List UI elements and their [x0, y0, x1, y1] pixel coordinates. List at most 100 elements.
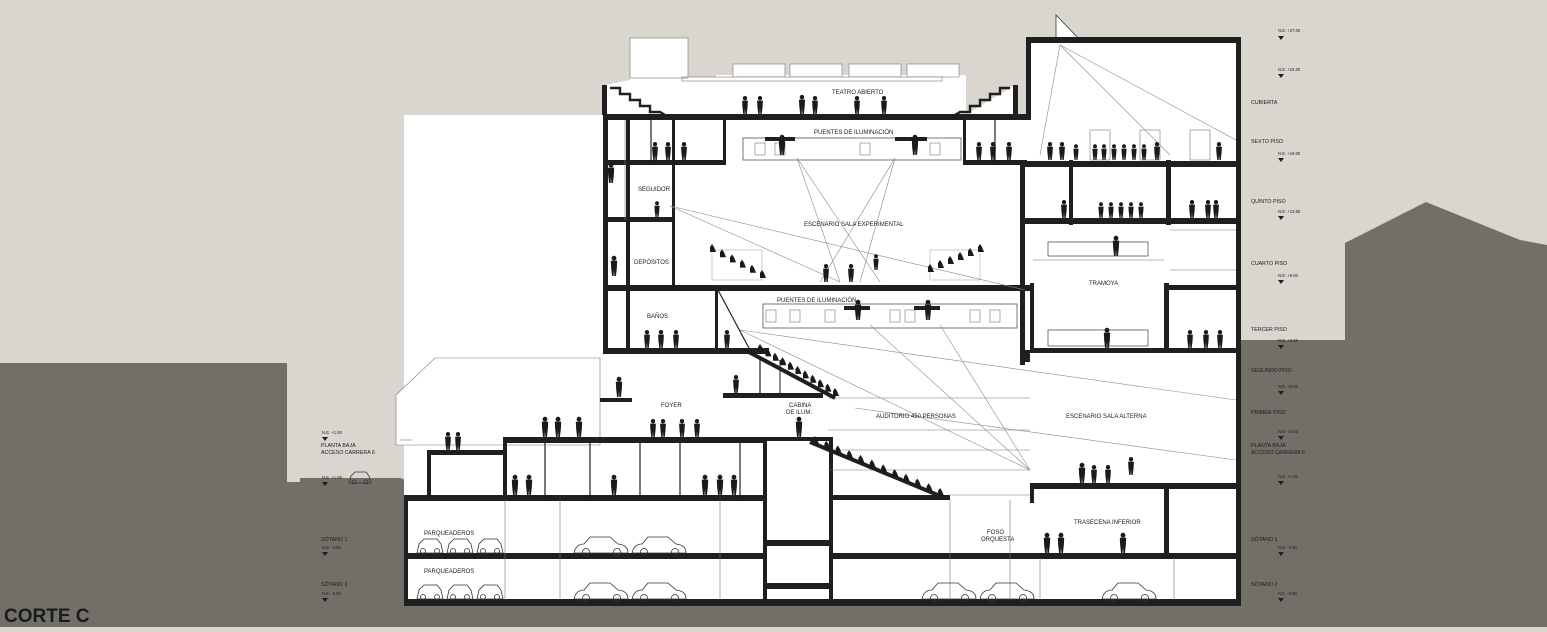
person-silhouette — [873, 254, 879, 270]
person-silhouette — [823, 264, 829, 282]
seated-spectator — [858, 454, 865, 463]
elevation-mark: N.E. +1.00 — [322, 475, 343, 480]
person-silhouette — [1217, 330, 1223, 348]
label-orquesta: ORQUESTA — [981, 537, 1014, 543]
elevation-mark: N.E. +24.00 — [1278, 67, 1301, 72]
elevation-mark: N.E. +9.00 — [1278, 273, 1299, 278]
person-silhouette — [812, 96, 818, 114]
car-icon — [416, 584, 444, 600]
car-icon — [446, 538, 474, 554]
label-foyer: FOYER — [661, 403, 682, 409]
person-silhouette — [854, 96, 860, 114]
car-icon — [348, 471, 372, 485]
label-teatro-abierto: TEATRO ABIERTO — [832, 90, 884, 96]
car-icon — [921, 582, 977, 602]
seated-spectator — [978, 244, 984, 252]
cars — [348, 471, 1157, 602]
person-silhouette — [679, 419, 685, 437]
elevation-mark: N.E. -3.50 — [1278, 545, 1298, 550]
person-silhouette — [730, 474, 738, 495]
level-tercer-piso: TERCER PISO — [1251, 327, 1287, 333]
label-parqueaderos-sotano1: PARQUEADEROS — [424, 531, 474, 537]
label-cabina: CABINA — [789, 403, 811, 409]
person-silhouette — [554, 416, 562, 437]
label-puentes-iluminacion-lower: PUENTES DE ILUMINACIÓN — [777, 297, 856, 304]
person-silhouette — [1059, 142, 1065, 160]
car-icon — [573, 536, 629, 556]
drawing-title: CORTE C — [4, 606, 90, 627]
seated-spectator — [720, 249, 726, 258]
seated-spectator — [833, 388, 839, 396]
label-seguidor: SEGUIDOR — [638, 187, 671, 193]
label-parqueaderos-sotano2: PARQUEADEROS — [424, 569, 474, 575]
label-depositos: DEPÓSITOS — [634, 259, 669, 266]
seated-spectator — [810, 374, 817, 383]
seated-spectator — [881, 464, 888, 473]
person-silhouette — [701, 474, 709, 495]
person-silhouette — [1092, 144, 1098, 160]
person-silhouette — [1118, 202, 1124, 218]
elevation-mark: N.E. +18.00 — [1278, 151, 1301, 156]
person-silhouette — [1128, 457, 1134, 475]
person-silhouette — [1189, 200, 1195, 218]
person-silhouette — [742, 96, 748, 114]
level-cubierta: CUBIERTA — [1251, 100, 1278, 106]
level-acceso-carrera-6-left: ACCESO CARRERA 6 — [321, 450, 375, 456]
person-silhouette — [1216, 142, 1222, 160]
label-escenario-sala-experimental: ESCENARIO SALA EXPERIMENTAL — [804, 222, 904, 228]
person-silhouette — [575, 416, 583, 437]
label-tramoya: TRAMOYA — [1089, 281, 1118, 287]
car-icon — [476, 584, 504, 600]
seated-spectator — [892, 469, 899, 478]
seated-spectator — [818, 379, 824, 388]
seated-spectator — [780, 357, 787, 366]
person-silhouette — [798, 94, 806, 114]
person-silhouette — [1108, 202, 1114, 218]
person-silhouette — [1141, 144, 1147, 160]
person-silhouette — [1119, 532, 1127, 553]
person-silhouette — [694, 419, 700, 437]
level-sexto-piso: SEXTO PISO — [1251, 139, 1283, 145]
person-silhouette — [990, 142, 996, 160]
person-silhouette — [610, 474, 618, 495]
level-cuarto-piso: CUARTO PISO — [1251, 261, 1287, 267]
car-icon — [573, 582, 629, 602]
person-silhouette — [1078, 462, 1086, 483]
car-icon — [416, 538, 444, 554]
person-silhouette — [455, 432, 461, 450]
level-segundo-piso: SEGUNDO PISO — [1251, 368, 1292, 374]
level-planta-baja: PLANTA BAJA — [1251, 443, 1286, 449]
person-silhouette — [1098, 202, 1104, 218]
person-silhouette — [1057, 532, 1065, 553]
seated-spectator — [847, 450, 854, 459]
label-trasecena-inferior: TRASECENA INFERIOR — [1074, 520, 1141, 526]
person-silhouette — [1105, 465, 1111, 483]
seated-spectator — [730, 254, 736, 263]
elevation-mark: N.E. +27.00 — [1278, 28, 1301, 33]
stairs — [610, 86, 1010, 500]
seated-spectator — [740, 259, 746, 268]
person-silhouette — [1128, 202, 1134, 218]
level-labels-left: N.E. +1.50 PLANTA BAJA ACCESO CARRERA 6 … — [321, 430, 375, 596]
person-silhouette — [541, 416, 549, 437]
seated-spectator — [926, 483, 933, 492]
level-primer-piso: PRIMER PISO — [1251, 410, 1286, 416]
elevation-mark: N.E. +6.00 — [1278, 384, 1299, 389]
person-silhouette — [1154, 142, 1160, 160]
seated-spectator — [825, 383, 832, 392]
label-auditorio: AUDITORIO 450 PERSONAS — [876, 414, 956, 420]
person-silhouette — [1043, 532, 1051, 553]
person-silhouette — [445, 432, 451, 450]
person-silhouette — [654, 201, 660, 217]
person-silhouette — [1091, 465, 1097, 483]
level-sotano-2: SÓTANO 2 — [1251, 581, 1277, 588]
label-escenario-sala-alterna: ESCENARIO SALA ALTERNA — [1066, 414, 1147, 420]
car-icon — [631, 582, 687, 602]
person-silhouette — [1205, 200, 1211, 218]
people-silhouettes — [445, 94, 1223, 553]
elevation-mark: N.E. +1.50 — [322, 430, 343, 435]
person-silhouette — [924, 299, 932, 320]
label-puentes-iluminacion-upper: PUENTES DE ILUMINACIÓN — [814, 129, 893, 136]
person-silhouette — [652, 142, 658, 160]
